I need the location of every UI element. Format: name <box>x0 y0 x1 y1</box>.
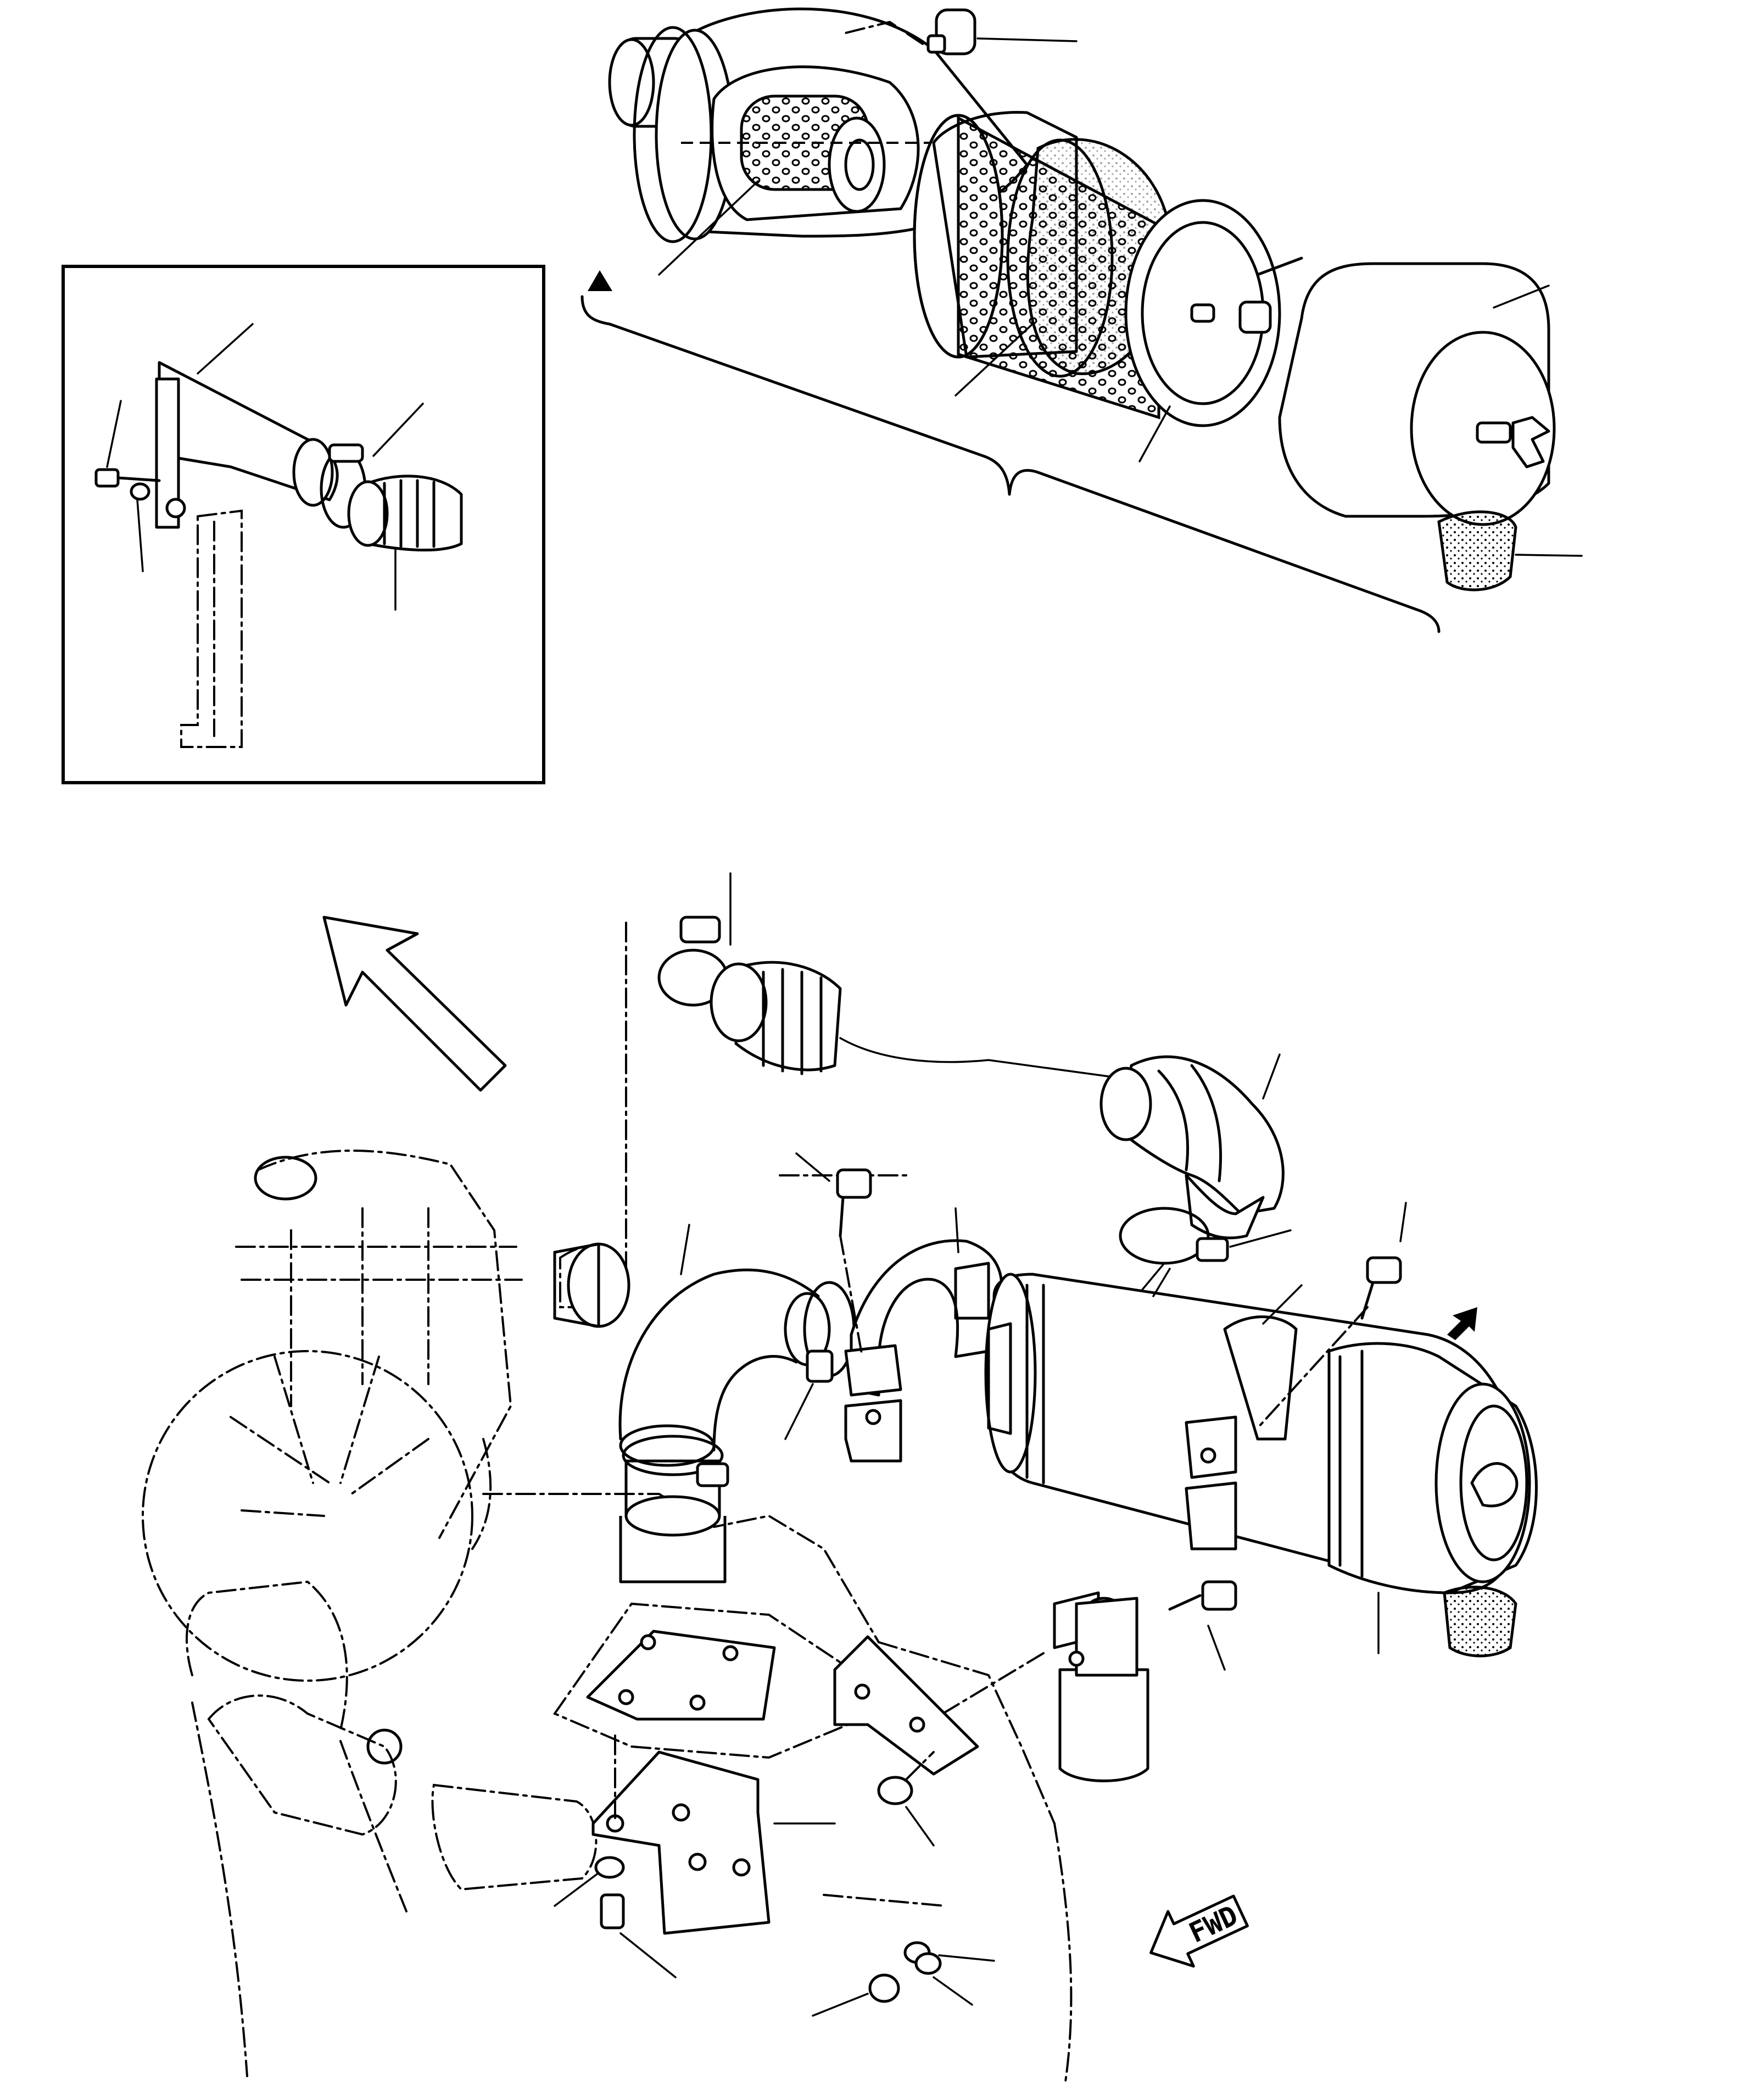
bracket-nut-upper <box>877 1751 935 1847</box>
fwd-arrow: FWD <box>1149 1894 1249 1968</box>
direction-arrow <box>322 916 507 1092</box>
fuel-filter <box>933 1591 1149 1782</box>
inset-bolt-washer <box>94 468 161 501</box>
air-cleaner-assembly <box>984 1268 1538 1658</box>
inset-frame <box>62 265 545 784</box>
turbo-inlet-clamp <box>619 1435 729 1583</box>
alternator-outline <box>207 1694 598 1891</box>
side-bracket <box>833 1635 979 1776</box>
leader-lines-inset <box>106 323 424 611</box>
inset-support-bracket <box>165 498 243 748</box>
vacuum-indicator <box>845 8 1078 55</box>
engine-installation-view: FWD <box>142 872 1538 2083</box>
clamp-screw-right <box>1257 1202 1407 1429</box>
air-cleaner-housing <box>633 7 1029 243</box>
inset-rubber-hose <box>347 475 463 552</box>
assembly-brace <box>580 295 1441 633</box>
clamp-screw-left <box>795 1152 872 1358</box>
cover-pointer-arrow <box>1447 1307 1477 1340</box>
dust-valve <box>1437 510 1583 592</box>
secondary-filter-element <box>1124 199 1303 427</box>
inset-intake-bracket-view <box>62 265 545 784</box>
leader-lines-top <box>658 180 1171 462</box>
elbow-hose <box>1099 1053 1285 1240</box>
hose-clamp-lower <box>1119 1207 1292 1297</box>
engine-outline <box>142 1150 1073 2083</box>
turbo-elbow-hose <box>618 1224 831 1467</box>
mounting-band-left <box>844 1207 1003 1463</box>
lower-nut-washers <box>812 1894 995 2017</box>
intake-hose-upper <box>710 961 1110 1078</box>
triangle-marker <box>588 270 612 291</box>
lower-bolt-washer <box>554 1856 677 1978</box>
bracket-bolt-fuel <box>1168 1580 1237 1671</box>
precleaner-tube <box>553 1242 630 1328</box>
air-cleaner-cover <box>1278 262 1556 526</box>
lower-mounting-plate <box>591 1734 836 1935</box>
upper-mounting-plate <box>552 1602 903 1759</box>
air-cleaner-exploded-view <box>580 7 1583 633</box>
